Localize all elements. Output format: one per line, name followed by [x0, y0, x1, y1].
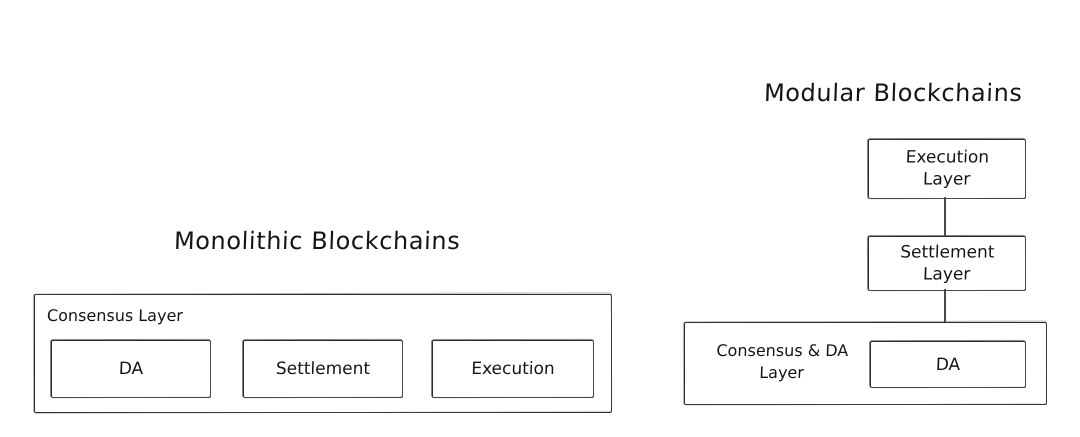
- monolithic-component-execution: Execution: [432, 340, 594, 398]
- monolithic-title: Monolithic Blockchains: [173, 227, 461, 255]
- monolithic-component-settlement-label: Settlement: [275, 358, 371, 379]
- modular-settlement-layer-box: Settlement Layer: [868, 236, 1026, 291]
- connector-execution-to-settlement: [944, 197, 946, 238]
- modular-component-da-label: DA: [935, 354, 961, 375]
- monolithic-component-da: DA: [51, 340, 211, 398]
- modular-execution-layer-box: Execution Layer: [868, 139, 1026, 199]
- modular-title: Modular Blockchains: [763, 79, 1024, 107]
- modular-component-da: DA: [870, 341, 1026, 388]
- monolithic-component-settlement: Settlement: [243, 340, 403, 398]
- modular-consensus-da-layer-label: Consensus & DA Layer: [716, 341, 849, 382]
- monolithic-component-da-label: DA: [118, 358, 144, 379]
- modular-execution-layer-label: Execution Layer: [905, 147, 990, 190]
- monolithic-consensus-layer-label: Consensus Layer: [46, 306, 184, 325]
- monolithic-component-execution-label: Execution: [470, 358, 556, 379]
- connector-settlement-to-consensus: [944, 289, 946, 324]
- modular-settlement-layer-label: Settlement Layer: [899, 242, 995, 285]
